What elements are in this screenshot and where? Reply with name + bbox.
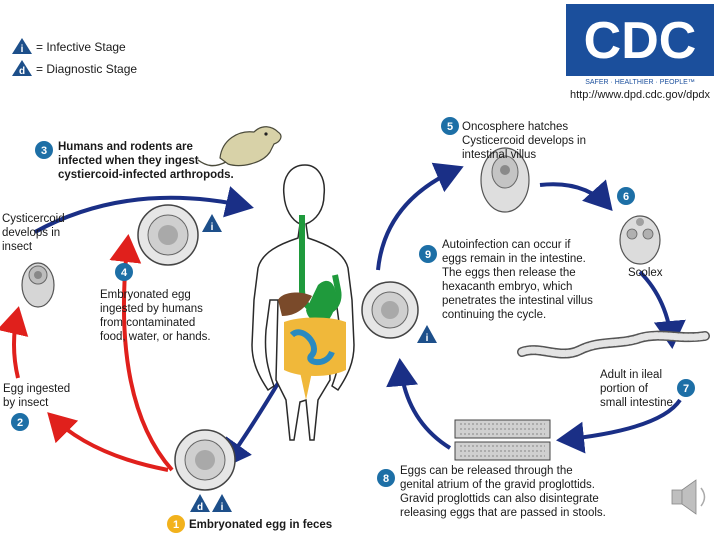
infective-stage-marker-9: i [417,325,437,344]
adult-tapeworm-illustration [517,330,710,359]
stage-badge-4 [115,263,133,281]
egg-9-illustration [361,281,419,339]
caption-scolex: Scolex [628,267,663,279]
cdc-tagline: SAFER · HEALTHIER · PEOPLE™ [585,79,695,86]
cycle-arrows [0,162,686,472]
egg-4-illustration [137,204,199,266]
proglottids-illustration [454,419,551,461]
svg-text:8: 8 [383,473,389,485]
svg-text:i: i [426,333,429,344]
diagnostic-stage-marker-1: d [190,494,210,513]
stage-badge-3 [35,141,53,159]
svg-text:i: i [21,44,24,55]
svg-text:2: 2 [17,417,23,429]
caption-stage-2: Egg ingested by insect [3,383,73,409]
scolex-illustration [619,215,661,265]
svg-text:5: 5 [447,121,453,133]
infective-stage-icon: i [12,38,32,55]
legend-diagnostic-label: = Diagnostic Stage [36,62,137,76]
stage-badge-1 [167,515,185,533]
svg-text:d: d [197,502,203,513]
egg-1-illustration [174,429,236,491]
diagnostic-stage-icon: d [12,60,32,77]
svg-text:i: i [211,222,214,233]
caption-cysticercoid: Cysticercoid develops in insect [2,213,68,253]
infective-stage-marker-4: i [202,214,222,233]
source-url: http://www.dpd.cdc.gov/dpdx [570,89,711,101]
svg-text:6: 6 [623,191,629,203]
human-body-illustration [251,164,355,441]
stage-badge-9 [419,245,437,263]
caption-stage-4: Embryonated egg ingested by humans from … [100,289,211,343]
caption-stage-7: Adult in ileal portion of small intestin… [600,369,673,409]
svg-text:9: 9 [425,249,431,261]
svg-text:d: d [19,66,25,77]
infective-stage-marker-1: i [212,494,232,513]
cdc-logo-text: CDC [584,12,697,70]
oncosphere-illustration [480,147,530,213]
svg-text:4: 4 [121,267,128,279]
cdc-logo: CDC SAFER · HEALTHIER · PEOPLE™ [566,4,714,86]
stage-badge-7 [677,379,695,397]
caption-stage-8: Eggs can be released through the genital… [400,465,606,519]
rodent-illustration [197,126,282,167]
caption-stage-3: Humans and rodents are infected when the… [58,141,234,181]
svg-text:7: 7 [683,383,689,395]
legend-infective-label: = Infective Stage [36,40,126,54]
stage-badges: 1 2 3 4 5 6 7 8 9 [11,117,695,533]
svg-text:i: i [221,502,224,513]
stage-badge-6 [617,187,635,205]
legend: i = Infective Stage d = Diagnostic Stage [12,38,137,77]
caption-stage-9: Autoinfection can occur if eggs remain i… [442,239,596,321]
svg-text:3: 3 [41,145,47,157]
caption-stage-5: Oncosphere hatches Cysticercoid develops… [462,121,589,161]
cysticercoid-in-insect-illustration [21,262,55,308]
stage-badge-8 [377,469,395,487]
caption-stage-1: Embryonated egg in feces [189,519,332,531]
stage-badge-5 [441,117,459,135]
svg-text:1: 1 [173,519,179,531]
speaker-icon[interactable] [671,479,706,515]
stage-badge-2 [11,413,29,431]
